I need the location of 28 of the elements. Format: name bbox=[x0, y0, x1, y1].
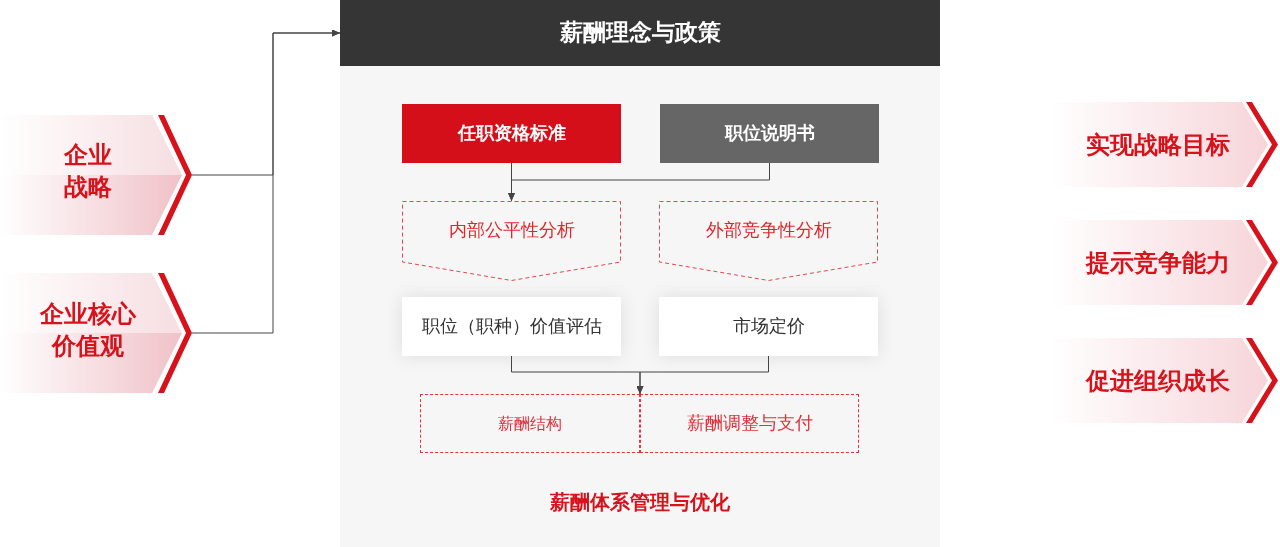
dashed-pentagon bbox=[659, 201, 878, 281]
goal-label: 实现战略目标 bbox=[1086, 130, 1230, 160]
process-box bbox=[402, 104, 621, 163]
header-band bbox=[340, 0, 940, 66]
panel-caption: 薪酬体系管理与优化 bbox=[550, 490, 730, 514]
banner-label: 企业核心价值观 bbox=[39, 299, 137, 361]
output-label: 薪酬调整与支付 bbox=[686, 412, 813, 435]
process-label: 市场定价 bbox=[732, 315, 805, 338]
analysis-label: 内部公平性分析 bbox=[448, 220, 575, 242]
connector-arrow bbox=[636, 355, 769, 395]
process-label: 职位说明书 bbox=[724, 122, 815, 145]
dashed-box bbox=[420, 394, 640, 453]
analysis-label: 外部竞争性分析 bbox=[705, 220, 832, 242]
banner-label: 企业战略 bbox=[63, 140, 113, 202]
header-title: 薪酬理念与政策 bbox=[559, 19, 721, 47]
process-box bbox=[660, 104, 879, 163]
process-label: 职位（职种）价值评估 bbox=[421, 315, 602, 338]
dashed-box bbox=[640, 394, 859, 453]
process-box bbox=[659, 297, 878, 356]
connector-arrow bbox=[508, 162, 770, 202]
connector-arrow bbox=[191, 29, 341, 334]
content-panel bbox=[340, 0, 940, 547]
process-label: 任职资格标准 bbox=[457, 122, 566, 145]
goal-label: 促进组织成长 bbox=[1086, 366, 1230, 396]
output-label: 薪酬结构 bbox=[498, 413, 562, 434]
dashed-pentagon bbox=[402, 201, 621, 281]
goal-label: 提示竞争能力 bbox=[1086, 248, 1230, 278]
process-box bbox=[402, 297, 621, 356]
